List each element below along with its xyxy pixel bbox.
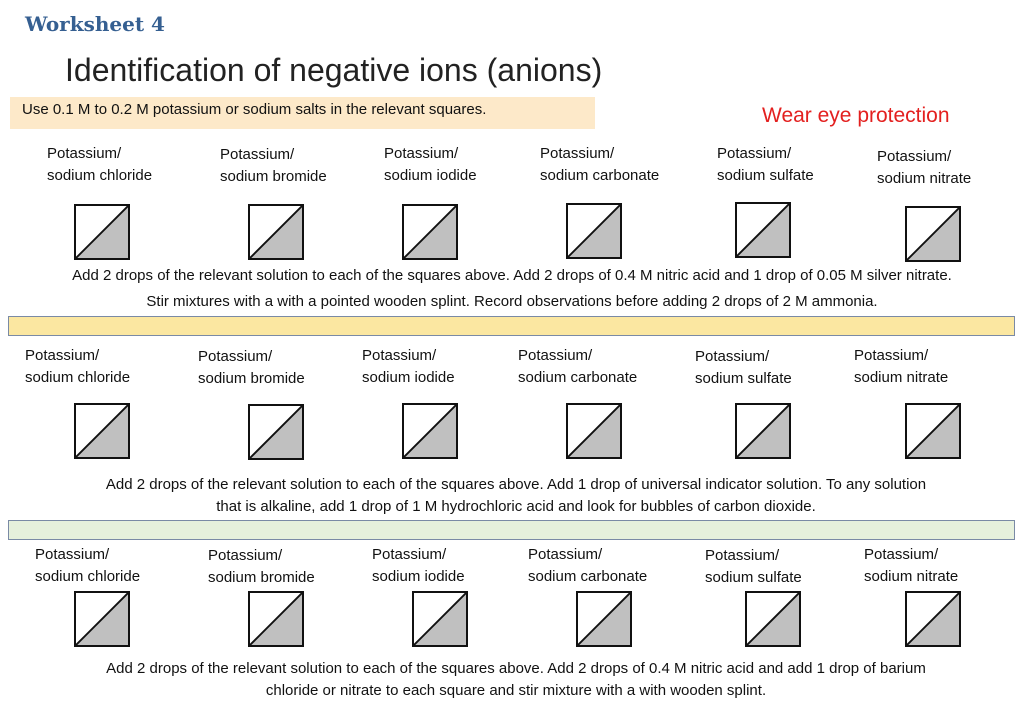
salt-label-bromide: Potassium/sodium bromide	[198, 348, 305, 387]
salt-label-carbonate: Potassium/sodium carbonate	[528, 546, 648, 585]
salt-label-bromide: Potassium/sodium bromide	[220, 146, 327, 185]
salt-label-carbonate: Potassium/sodium carbonate	[518, 347, 638, 386]
salt-label-sulfate: Potassium/sodium sulfate	[695, 348, 792, 387]
section-divider	[8, 316, 1015, 336]
page-title: Identification of negative ions (anions)	[65, 52, 603, 88]
salt-label-iodide: Potassium/sodium iodide	[362, 347, 455, 386]
salt-label-nitrate: Potassium/sodium nitrate	[854, 347, 949, 386]
test-square	[74, 591, 130, 647]
salt-label-iodide: Potassium/sodium iodide	[384, 145, 477, 184]
test-square	[566, 403, 622, 459]
test-square	[566, 203, 622, 259]
salt-label-chloride: Potassium/sodium chloride	[35, 546, 141, 585]
test-square	[74, 403, 130, 459]
test-square	[576, 591, 632, 647]
salt-label-sulfate: Potassium/sodium sulfate	[705, 547, 802, 586]
test-square	[402, 403, 458, 459]
test-square	[402, 204, 458, 260]
test-square	[905, 403, 961, 459]
test-square	[735, 202, 791, 258]
salt-label-sulfate: Potassium/sodium sulfate	[717, 145, 814, 184]
salt-label-iodide: Potassium/sodium iodide	[372, 546, 465, 585]
test-square	[248, 591, 304, 647]
test-square	[905, 591, 961, 647]
test-square	[412, 591, 468, 647]
salt-label-carbonate: Potassium/sodium carbonate	[540, 145, 660, 184]
salt-label-nitrate: Potassium/sodium nitrate	[864, 546, 959, 585]
salt-label-nitrate: Potassium/sodium nitrate	[877, 148, 972, 187]
instructions-barium: Add 2 drops of the relevant solution to …	[106, 660, 926, 699]
instructions-universal-indicator: Add 2 drops of the relevant solution to …	[105, 476, 927, 515]
salt-label-chloride: Potassium/sodium chloride	[47, 145, 153, 184]
test-square	[248, 204, 304, 260]
salt-label-chloride: Potassium/sodium chloride	[25, 347, 131, 386]
section-divider	[8, 520, 1015, 540]
test-square	[905, 206, 961, 262]
instructions-silver-nitrate: Add 2 drops of the relevant solution to …	[72, 267, 952, 310]
safety-warning: Wear eye protection	[762, 104, 950, 127]
concentration-note: Use 0.1 M to 0.2 M potassium or sodium s…	[10, 97, 595, 129]
worksheet-label: Worksheet 4	[25, 12, 165, 36]
test-square	[74, 204, 130, 260]
test-square	[745, 591, 801, 647]
test-square	[735, 403, 791, 459]
test-square	[248, 404, 304, 460]
salt-label-bromide: Potassium/sodium bromide	[208, 547, 315, 586]
